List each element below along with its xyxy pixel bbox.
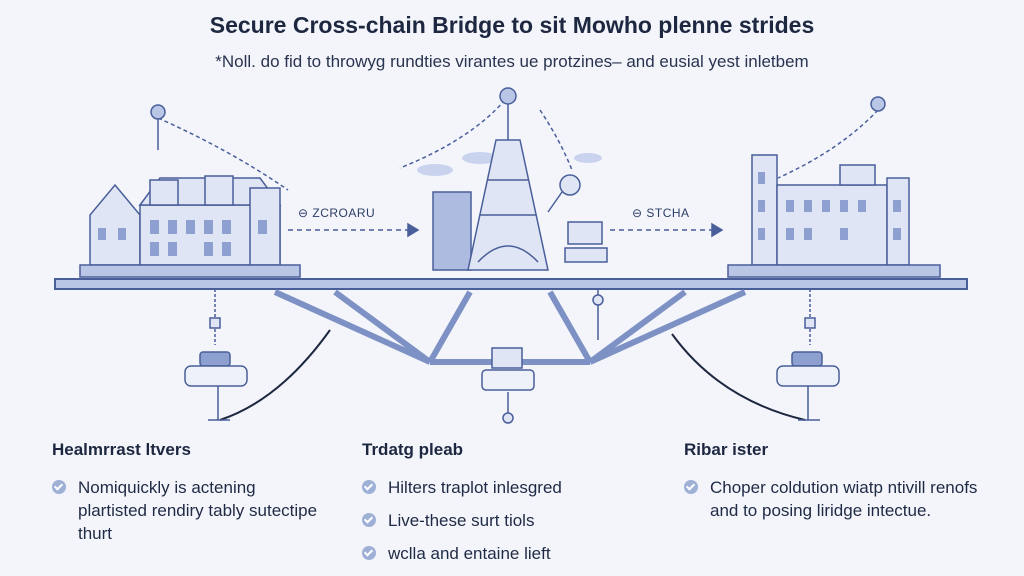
column-left-heading: Healmrrast ltvers <box>52 440 191 459</box>
signal-lines <box>157 99 879 191</box>
antenna-node-right <box>870 96 886 112</box>
bridge-structure <box>54 278 968 421</box>
column-center: Trdatg pleab Hilters traplot inlesgred L… <box>362 440 652 575</box>
right-arrow <box>610 222 724 238</box>
column-left: Healmrrast ltvers Nomiquickly is actenin… <box>52 440 322 555</box>
page-title: Secure Cross-chain Bridge to sit Mowho p… <box>209 12 815 38</box>
list-item: Choper coldution wiatp ntivill renofs an… <box>684 476 984 522</box>
column-right: Ribar ister Choper coldution wiatp ntivi… <box>684 440 984 532</box>
list-item-text: wclla and entaine lieft <box>388 544 551 563</box>
check-icon <box>362 546 376 560</box>
list-item: Live-these surt tiols <box>362 509 652 532</box>
center-signal-line-right <box>539 109 573 171</box>
left-arrow <box>288 222 420 238</box>
device-right <box>776 351 840 421</box>
right-arrow-label: ⊖ STCHA <box>632 206 690 220</box>
column-right-heading: Ribar ister <box>684 440 769 459</box>
left-building <box>79 175 301 278</box>
right-signal-line <box>777 109 879 179</box>
left-signal-line <box>157 117 289 191</box>
list-item: Hilters traplot inlesgred <box>362 476 652 499</box>
right-building <box>727 154 941 278</box>
center-signal-line-left <box>399 99 506 169</box>
check-icon <box>362 513 376 527</box>
antenna-node-center <box>499 87 517 105</box>
device-center <box>481 347 535 391</box>
bridge-deck <box>54 278 968 290</box>
check-icon <box>362 480 376 494</box>
check-icon <box>52 480 66 494</box>
cloud-icons <box>417 152 602 176</box>
list-item-text: Choper coldution wiatp ntivill renofs an… <box>710 478 978 520</box>
list-item-text: Hilters traplot inlesgred <box>388 478 562 497</box>
left-arrow-label: ⊖ ZCROARU <box>298 206 376 220</box>
page-subtitle: *Noll. do fid to throwyg rundties virant… <box>215 52 809 71</box>
antenna-node-left <box>150 104 166 150</box>
list-item: Nomiquickly is actening plartisted rendi… <box>52 476 322 545</box>
center-tower <box>432 104 549 271</box>
column-center-heading: Trdatg pleab <box>362 440 464 459</box>
device-left <box>184 351 248 421</box>
list-item-text: Nomiquickly is actening plartisted rendi… <box>78 478 318 543</box>
check-icon <box>684 480 698 494</box>
robot-arm <box>547 174 608 263</box>
hanging-connectors <box>209 289 816 424</box>
list-item: wclla and entaine lieft <box>362 542 652 565</box>
list-item-text: Live-these surt tiols <box>388 511 535 530</box>
